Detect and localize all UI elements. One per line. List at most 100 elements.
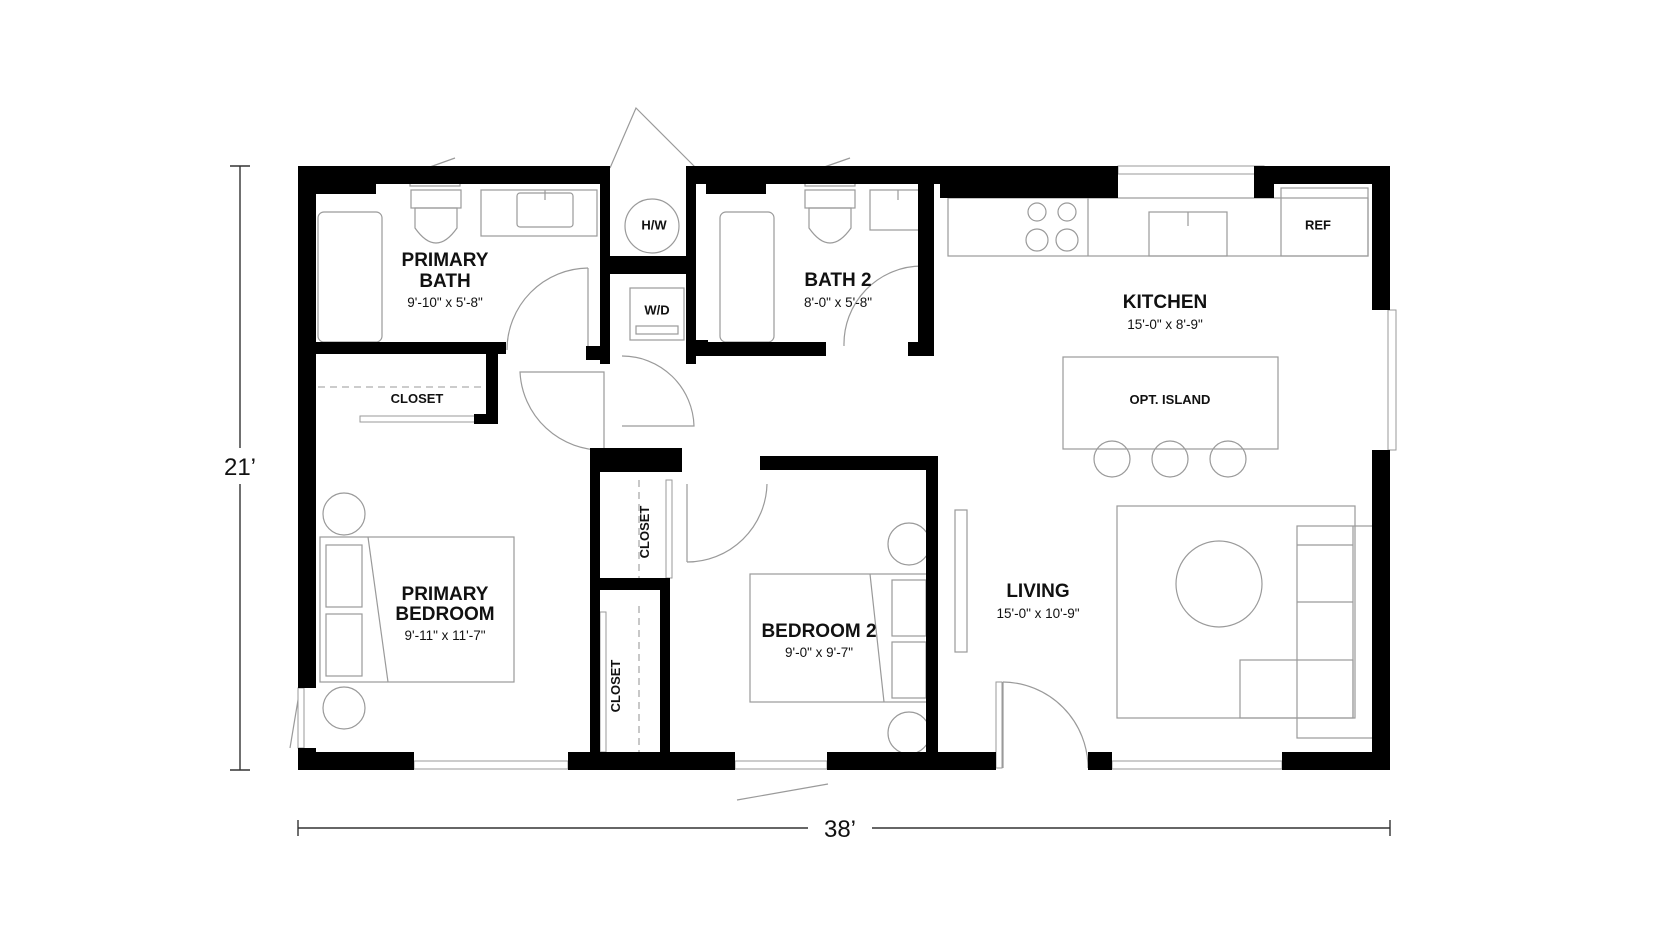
exterior-wall-left — [298, 748, 316, 770]
interior-wall — [486, 354, 498, 422]
entry-door-swing — [1002, 681, 1089, 769]
bath2-bathtub — [719, 211, 775, 343]
washer-dryer-symbol — [629, 287, 685, 341]
exterior-wall-notch — [1254, 166, 1274, 198]
primary-closet-label: CLOSET — [391, 391, 444, 406]
primary-bedroom-window — [413, 760, 569, 770]
island-label: OPT. ISLAND — [1130, 392, 1211, 407]
primary-side-window — [297, 687, 305, 749]
interior-wall — [600, 256, 696, 274]
primary-bath-name-line2: BATH — [419, 271, 470, 292]
interior-wall — [918, 184, 934, 356]
interior-wall — [590, 448, 600, 616]
primary-closet-door — [359, 415, 481, 423]
interior-wall — [586, 346, 610, 360]
bedroom2-size: 9'-0" x 9'-7" — [785, 645, 853, 660]
stool-icon — [1151, 440, 1189, 478]
bath2-size: 8'-0" x 5'-8" — [804, 295, 872, 310]
kitchen-wall-block — [940, 166, 1118, 198]
kitchen-size: 15'-0" x 8'-9" — [1127, 317, 1203, 332]
burner-icon — [1055, 228, 1079, 252]
primary-toilet-bowl — [414, 207, 458, 244]
kitchen-window — [1117, 165, 1265, 175]
primary-bath-size: 9'-10" x 5'-8" — [407, 295, 483, 310]
hall-door-swing — [519, 371, 605, 451]
walls — [298, 166, 1390, 770]
kitchen-name: KITCHEN — [1123, 292, 1207, 313]
height-label-bg — [206, 448, 274, 484]
interior-wall — [590, 598, 600, 752]
bedroom2-closet-door — [665, 479, 673, 579]
interior-wall — [590, 448, 682, 472]
bedroom2-window — [734, 760, 828, 770]
pillow-icon — [325, 613, 363, 677]
primary-bed-fold — [367, 536, 389, 683]
sectional-sofa — [1296, 525, 1374, 739]
tv-console — [954, 509, 968, 653]
pillow-icon — [891, 641, 927, 699]
primary-vanity — [480, 189, 598, 237]
dimension-lines: 21’ 38’ — [206, 165, 1391, 843]
living-rug — [1116, 505, 1356, 719]
bedroom2-name: BEDROOM 2 — [761, 621, 876, 642]
exterior-wall-right — [1372, 166, 1390, 310]
hall-closet-door — [599, 611, 607, 753]
fixtures — [289, 106, 1374, 801]
washer-dryer-label: W/D — [644, 302, 669, 317]
exterior-wall-bottom — [568, 752, 735, 770]
interior-wall — [908, 342, 934, 356]
exterior-wall-bottom — [1088, 752, 1112, 770]
stool-icon — [1093, 440, 1131, 478]
stool-icon — [1209, 440, 1247, 478]
burner-icon — [1027, 202, 1047, 222]
primary-bed — [319, 536, 515, 683]
island-outline — [1062, 356, 1279, 450]
primary-bedroom-name-line2: BEDROOM — [395, 604, 494, 625]
bedroom2-closet-label: CLOSET — [637, 506, 652, 559]
bath2-name: BATH 2 — [804, 270, 871, 291]
living-name: LIVING — [1006, 581, 1069, 602]
interior-wall — [316, 342, 506, 354]
refrigerator-label: REF — [1305, 217, 1331, 232]
nightstand-lamp — [322, 492, 366, 536]
interior-wall — [696, 342, 826, 356]
primary-toilet-tank — [410, 189, 462, 209]
kitchen-side-window — [1387, 309, 1397, 451]
primary-bedroom-name-line1: PRIMARY — [402, 584, 489, 605]
water-heater-label: H/W — [641, 217, 667, 232]
interior-wall — [926, 456, 938, 752]
exterior-wall-left — [298, 166, 316, 688]
primary-bedroom-size: 9'-11" x 11'-7" — [404, 628, 485, 643]
entry-door-frame — [995, 681, 1003, 769]
exterior-wall-right — [1372, 450, 1390, 770]
interior-wall — [760, 456, 938, 470]
bedroom2-door-swing — [686, 483, 768, 563]
bath2-door-swing — [843, 265, 923, 347]
bedroom2-bed-fold — [869, 573, 885, 703]
interior-wall — [474, 414, 498, 424]
utility-door-swing — [609, 106, 697, 169]
exterior-wall-bottom — [298, 752, 414, 770]
overall-width-label: 38’ — [824, 816, 856, 843]
laundry-door-swing — [621, 355, 695, 427]
bedroom2-window-swing — [736, 783, 829, 801]
primary-bathtub — [317, 211, 383, 343]
nightstand-lamp — [322, 686, 366, 730]
bath-shelf — [706, 184, 766, 194]
hall-closet-label: CLOSET — [608, 660, 623, 713]
pillow-icon — [891, 579, 927, 637]
exterior-wall-bottom — [1282, 752, 1390, 770]
nightstand-lamp — [887, 711, 931, 755]
nightstand-lamp — [887, 522, 931, 566]
bath2-toilet-bowl — [808, 207, 852, 244]
bath2-toilet-tank — [804, 189, 856, 209]
overall-height-label: 21’ — [224, 454, 256, 481]
water-heater-symbol — [624, 198, 680, 254]
primary-bath-name-line1: PRIMARY — [402, 250, 489, 271]
living-window — [1111, 760, 1283, 770]
living-size: 15'-0" x 10'-9" — [996, 606, 1079, 621]
interior-wall — [590, 578, 668, 590]
refrigerator-symbol — [1280, 187, 1369, 257]
primary-bath-door-swing — [506, 267, 589, 351]
